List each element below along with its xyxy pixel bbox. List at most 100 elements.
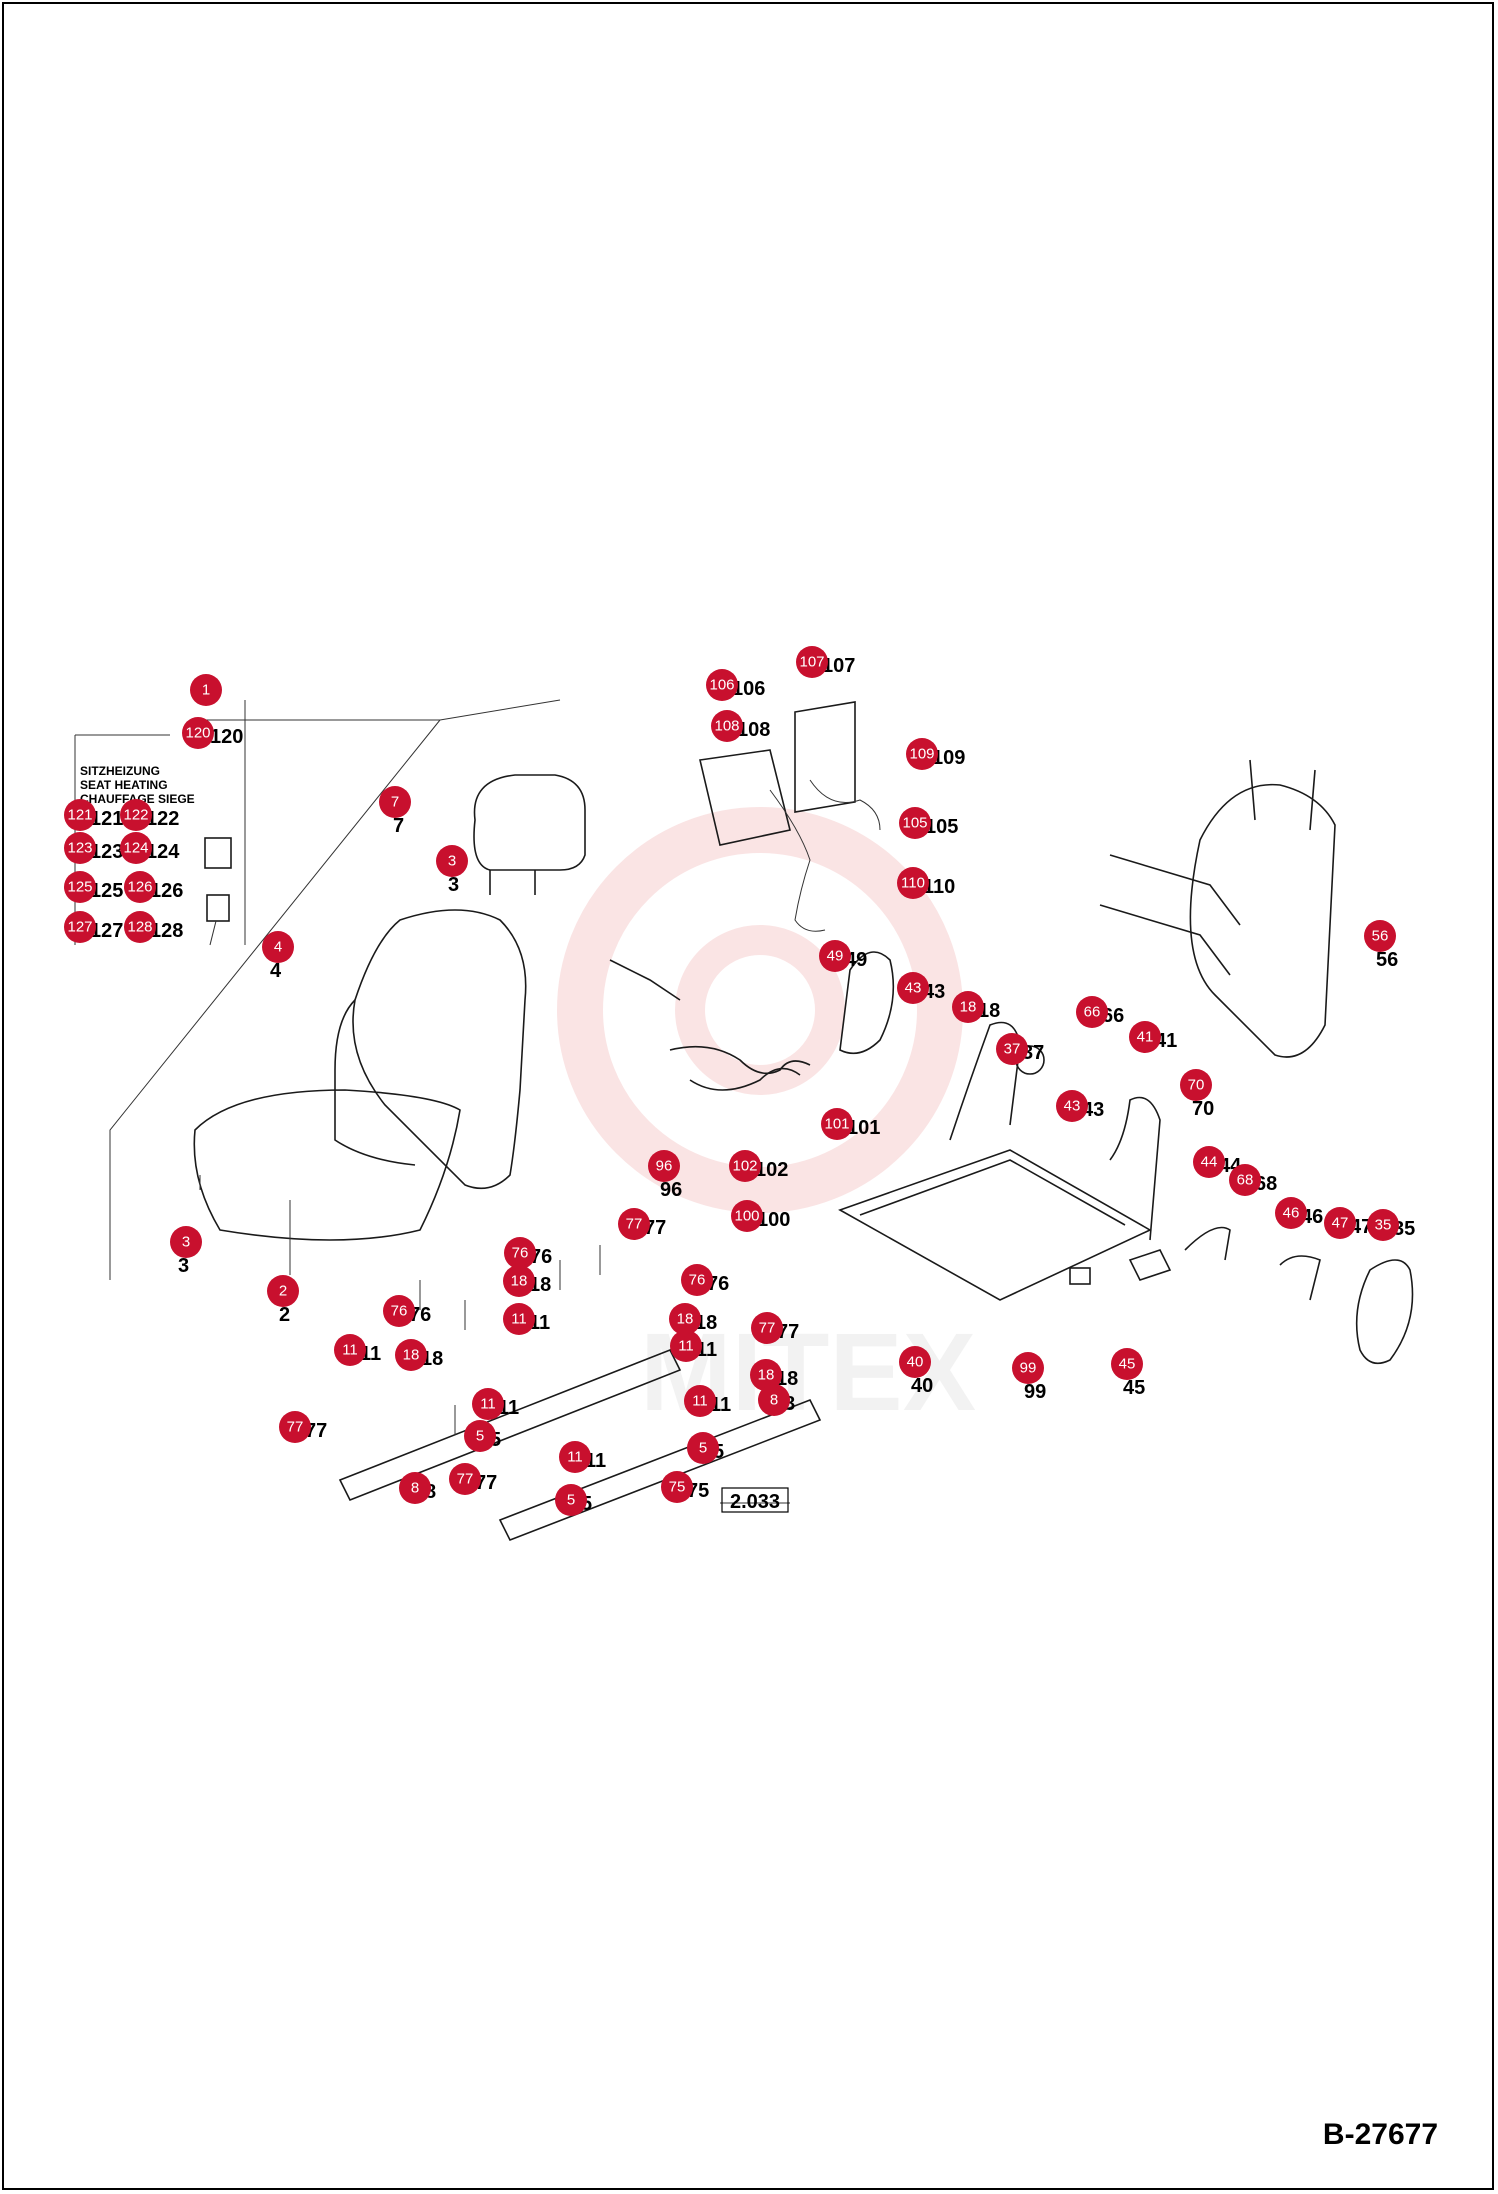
reference-box: 2.033 xyxy=(721,1487,789,1513)
callout-badge xyxy=(711,710,743,742)
callout-badge-number: 18 xyxy=(511,1273,528,1290)
callout-badge xyxy=(1364,920,1396,952)
callout-badge xyxy=(1229,1164,1261,1196)
callout-badge xyxy=(1367,1209,1399,1241)
callout-label: 99 xyxy=(1024,1381,1046,1403)
legend-line-2: SEAT HEATING xyxy=(80,778,168,792)
callout-badge xyxy=(706,669,738,701)
callout-badge xyxy=(952,991,984,1023)
callout-badge xyxy=(64,871,96,903)
callout-badge-number: 35 xyxy=(1375,1217,1392,1234)
callout-badge-number: 5 xyxy=(476,1428,484,1445)
callout-badge xyxy=(262,931,294,963)
callout-badge xyxy=(1012,1352,1044,1384)
callout-badge xyxy=(750,1359,782,1391)
callout-badge xyxy=(1193,1146,1225,1178)
callout-badge xyxy=(684,1385,716,1417)
callout-badge-number: 66 xyxy=(1084,1004,1101,1021)
callout-badge xyxy=(449,1463,481,1495)
callout-label: 3 xyxy=(448,874,459,896)
callout-badge-number: 49 xyxy=(827,948,844,965)
callout-badge-number: 106 xyxy=(709,677,734,694)
callout-badge xyxy=(399,1472,431,1504)
callout-badge xyxy=(124,911,156,943)
callout-badge-number: 44 xyxy=(1201,1154,1218,1171)
callout-label: 5 xyxy=(581,1493,592,1515)
callout-badge xyxy=(1180,1069,1212,1101)
backrest-frame xyxy=(1099,759,1336,1058)
callout-badge xyxy=(64,799,96,831)
callout-badge-number: 120 xyxy=(185,725,210,742)
callout-badge xyxy=(821,1108,853,1140)
callout-4: 44 xyxy=(262,931,294,982)
callout-label: 7 xyxy=(393,815,404,837)
callout-label: 96 xyxy=(660,1179,682,1201)
callout-5: 55 xyxy=(555,1484,592,1516)
callout-badge xyxy=(906,738,938,770)
lever-assembly xyxy=(609,951,895,1091)
callout-badge-number: 18 xyxy=(403,1347,420,1364)
callout-2: 22 xyxy=(267,1275,299,1326)
callout-label: 102 xyxy=(755,1159,788,1181)
callout-badge xyxy=(1111,1348,1143,1380)
callout-badge-number: 1 xyxy=(202,682,210,699)
callout-badge-number: 18 xyxy=(677,1311,694,1328)
callout-badge-number: 56 xyxy=(1372,928,1389,945)
callout-badge xyxy=(618,1208,650,1240)
callout-badge-number: 77 xyxy=(287,1419,304,1436)
callout-badge xyxy=(190,674,222,706)
callout-badge-number: 3 xyxy=(448,853,456,870)
callout-badge xyxy=(334,1334,366,1366)
callout-badge xyxy=(279,1411,311,1443)
callout-badge-number: 46 xyxy=(1283,1205,1300,1222)
callout-badge xyxy=(670,1330,702,1362)
callout-badge-number: 76 xyxy=(512,1245,529,1262)
callout-badge xyxy=(796,646,828,678)
callout-badge-number: 77 xyxy=(759,1320,776,1337)
callout-badge-number: 100 xyxy=(734,1208,759,1225)
callout-badge-number: 40 xyxy=(907,1354,924,1371)
callout-badge-number: 11 xyxy=(567,1449,583,1466)
callout-badge-number: 125 xyxy=(67,879,92,896)
callout-3: 33 xyxy=(436,845,468,896)
callout-badge xyxy=(124,871,156,903)
heating-module xyxy=(699,701,881,932)
callout-5: 55 xyxy=(687,1432,724,1464)
callout-badge xyxy=(383,1295,415,1327)
callout-badge-number: 37 xyxy=(1004,1041,1021,1058)
callout-badge-number: 11 xyxy=(511,1311,527,1328)
callout-badge xyxy=(395,1339,427,1371)
callout-badge xyxy=(648,1150,680,1182)
callout-badge-number: 99 xyxy=(1020,1360,1037,1377)
callout-label: 56 xyxy=(1376,949,1398,971)
callout-badge xyxy=(120,799,152,831)
callout-3: 33 xyxy=(170,1226,202,1277)
callout-1: 11 xyxy=(190,674,222,706)
callout-label: 8 xyxy=(425,1481,436,1503)
callout-badge-number: 11 xyxy=(480,1396,496,1413)
callout-badge xyxy=(897,972,929,1004)
callout-label: 121 xyxy=(90,808,123,830)
